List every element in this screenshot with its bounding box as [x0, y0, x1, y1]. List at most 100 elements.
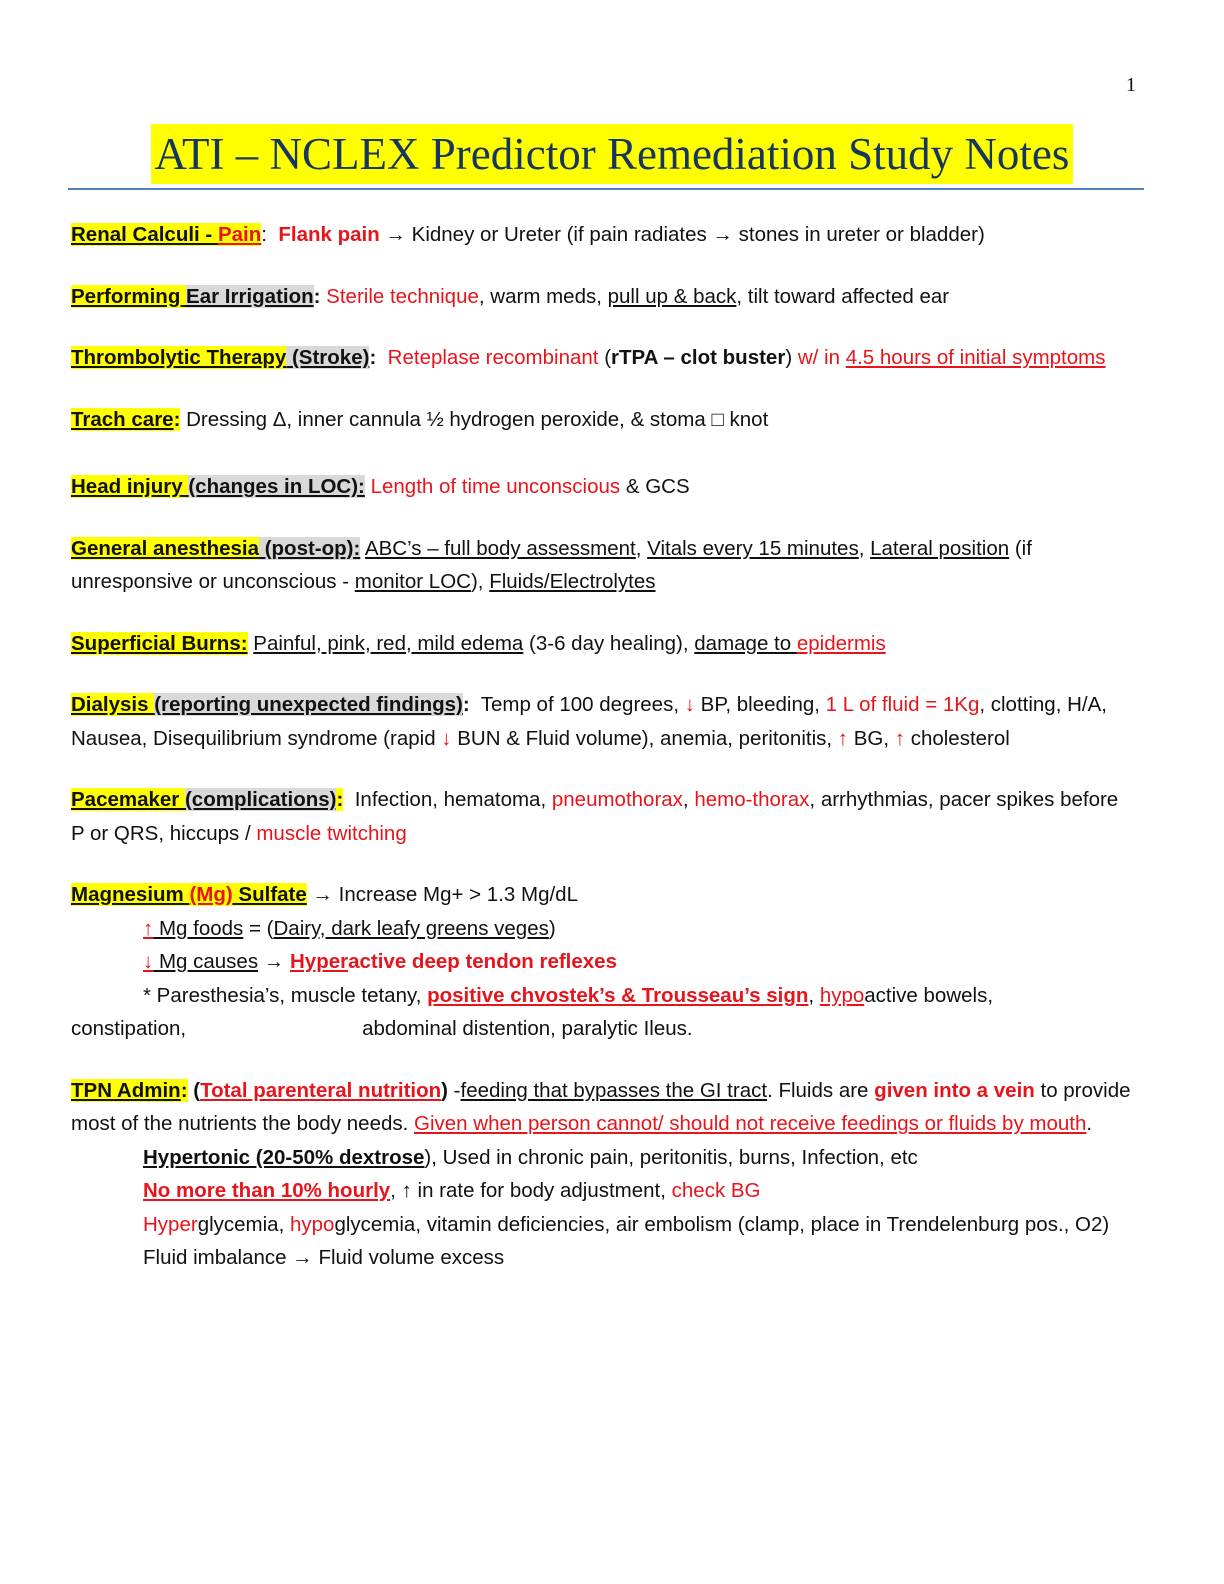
note-text: given into a vein — [874, 1078, 1035, 1102]
note-heading: Performing — [71, 284, 187, 308]
note-text: Infection, hematoma, — [354, 788, 552, 811]
note-text: epidermis — [796, 631, 886, 655]
note-text: ( — [598, 346, 612, 369]
note-head-injury: Head injury (changes in LOC): Length of … — [71, 470, 1133, 504]
note-heading-sub: Ear Irrigation — [186, 284, 314, 308]
up-arrow-icon: ↑ — [894, 726, 905, 750]
note-superficial-burns: Superficial Burns: Painful, pink, red, m… — [71, 627, 1133, 661]
note-text: BG, — [848, 726, 895, 750]
note-trach-care: Trach care: Dressing Δ, inner cannula ½ … — [71, 403, 1133, 437]
page-number: 1 — [1126, 74, 1136, 96]
note-text: Dressing Δ, inner cannula ½ hydrogen per… — [186, 407, 769, 431]
note-text: hemo-thorax — [694, 788, 810, 811]
note-line: ↑ Mg foods = (Dairy, dark leafy greens v… — [71, 912, 1133, 946]
down-arrow-icon: ↓ — [143, 950, 154, 973]
note-text: to provide most of the nutrients the bod… — [71, 1078, 1131, 1136]
note-heading-colon: : — [369, 346, 377, 369]
note-general-anesthesia: General anesthesia (post-op): ABC’s – fu… — [71, 532, 1133, 599]
note-text: , arrhythmias, pacer spikes before P or … — [71, 788, 1119, 845]
note-text: - — [447, 1078, 461, 1102]
note-text: ) — [785, 346, 798, 369]
note-text: Fluid imbalance → Fluid volume excess — [143, 1246, 505, 1269]
note-text: , — [635, 536, 648, 560]
note-tpn-admin: TPN Admin: (Total parenteral nutrition) … — [71, 1074, 1133, 1275]
note-heading: ( — [187, 1078, 201, 1102]
note-line: Hypertonic (20-50% dextrose), Used in ch… — [71, 1141, 1133, 1175]
note-heading-colon: : — [313, 284, 321, 308]
note-text: hypo — [289, 1212, 335, 1236]
title-container: ATI – NCLEX Predictor Remediation Study … — [0, 124, 1224, 184]
note-line: Magnesium (Mg) Sulfate → Increase Mg+ > … — [71, 878, 1133, 912]
note-text: monitor LOC — [354, 570, 471, 593]
note-text: → — [258, 950, 290, 973]
note-text: Sterile technique — [326, 284, 479, 308]
note-text: abdominal distention, paralytic Ileus. — [362, 1017, 693, 1040]
note-text: hypo — [819, 983, 865, 1007]
note-heading-sub: (complications) — [184, 788, 337, 811]
note-text: Hypertonic (20-50% dextrose — [143, 1145, 425, 1169]
note-heading-colon: : — [336, 788, 344, 811]
note-text: positive chvostek’s & Trousseau’s sign — [427, 983, 809, 1007]
note-text: → Increase Mg+ > 1.3 Mg/dL — [306, 883, 578, 906]
note-heading-sub: (changes in LOC): — [188, 475, 365, 498]
note-text: No more than 10% hourly — [143, 1179, 391, 1202]
note-text: = ( — [243, 916, 274, 940]
note-dialysis: Dialysis (reporting unexpected findings)… — [71, 688, 1133, 755]
note-text: Dairy, dark leafy greens veges — [273, 916, 549, 940]
note-text: (if unresponsive or unconscious - — [71, 536, 1032, 594]
note-text: BP, bleeding, — [694, 693, 826, 716]
up-arrow-icon: ↑ — [837, 726, 849, 750]
note-text: Mg foods — [153, 916, 244, 940]
note-text: Painful, pink, red, mild edema — [253, 631, 524, 655]
note-text: ), — [470, 570, 490, 593]
note-text: Lateral position — [870, 536, 1010, 560]
note-text: , warm meds, — [478, 284, 608, 308]
note-text: , — [808, 983, 820, 1007]
note-text: Reteplase recombinant — [387, 346, 599, 369]
note-heading-sub: (post-op): — [259, 536, 361, 560]
note-ear-irrigation: Performing Ear Irrigation: Sterile techn… — [71, 280, 1133, 314]
note-line: * Paresthesia’s, muscle tetany, positive… — [71, 979, 1133, 1013]
note-text: ) — [548, 916, 556, 940]
note-line: Hyperglycemia, hypoglycemia, vitamin def… — [71, 1208, 1133, 1242]
note-thrombolytic-therapy: Thrombolytic Therapy (Stroke): Reteplase… — [71, 341, 1133, 375]
note-text: Mg causes — [153, 950, 259, 973]
note-text: , tilt toward affected ear — [736, 284, 950, 308]
note-heading-colon: : — [462, 693, 470, 716]
note-line: No more than 10% hourly, ↑ in rate for b… — [71, 1174, 1133, 1208]
note-text: 4.5 hours of initial symptoms — [845, 346, 1106, 369]
note-heading: Dialysis — [71, 693, 155, 716]
note-text: BUN & Fluid volume), anemia, peritonitis… — [451, 726, 838, 750]
note-renal-calculi: Renal Calculi - Pain: Flank pain → Kidne… — [71, 218, 1133, 252]
note-text: & GCS — [620, 475, 690, 498]
note-heading-colon: : — [180, 1078, 188, 1102]
note-text: active deep tendon reflexes — [348, 950, 617, 973]
note-text: cholesterol — [905, 726, 1010, 750]
down-arrow-icon: ↓ — [684, 693, 695, 716]
note-heading: ) — [441, 1078, 448, 1102]
notes-body: Renal Calculi - Pain: Flank pain → Kidne… — [71, 218, 1133, 1275]
note-heading-colon: : — [173, 407, 181, 431]
note-text: . Fluids are — [767, 1078, 875, 1102]
note-heading: Magnesium — [71, 883, 190, 906]
note-text: rTPA – clot buster — [611, 346, 786, 369]
note-text: muscle twitching — [256, 821, 407, 845]
note-text: feeding that bypasses the GI tract — [460, 1078, 768, 1102]
note-text: glycemia, — [197, 1212, 290, 1236]
note-line: Fluid imbalance → Fluid volume excess — [71, 1241, 1133, 1275]
note-line: TPN Admin: (Total parenteral nutrition) … — [71, 1074, 1133, 1141]
note-heading: Sulfate — [232, 883, 307, 906]
note-text: → Kidney or Ureter (if pain radiates → s… — [379, 223, 985, 246]
note-heading: Head injury — [71, 475, 189, 498]
note-line: ↓ Mg causes → Hyperactive deep tendon re… — [71, 945, 1133, 979]
note-heading-sub: (reporting unexpected findings) — [154, 693, 463, 716]
note-text: check BG — [671, 1179, 761, 1202]
note-heading: TPN Admin — [71, 1078, 181, 1102]
page-title: ATI – NCLEX Predictor Remediation Study … — [150, 124, 1074, 184]
note-text: , clotting, H/A, Nausea, Disequilibrium … — [71, 693, 1107, 750]
title-divider — [68, 188, 1144, 190]
note-text: * Paresthesia’s, muscle tetany, — [143, 983, 428, 1007]
note-magnesium-sulfate: Magnesium (Mg) Sulfate → Increase Mg+ > … — [71, 878, 1133, 1046]
note-heading: Pacemaker — [71, 788, 185, 811]
up-arrow-icon: ↑ — [143, 916, 154, 940]
